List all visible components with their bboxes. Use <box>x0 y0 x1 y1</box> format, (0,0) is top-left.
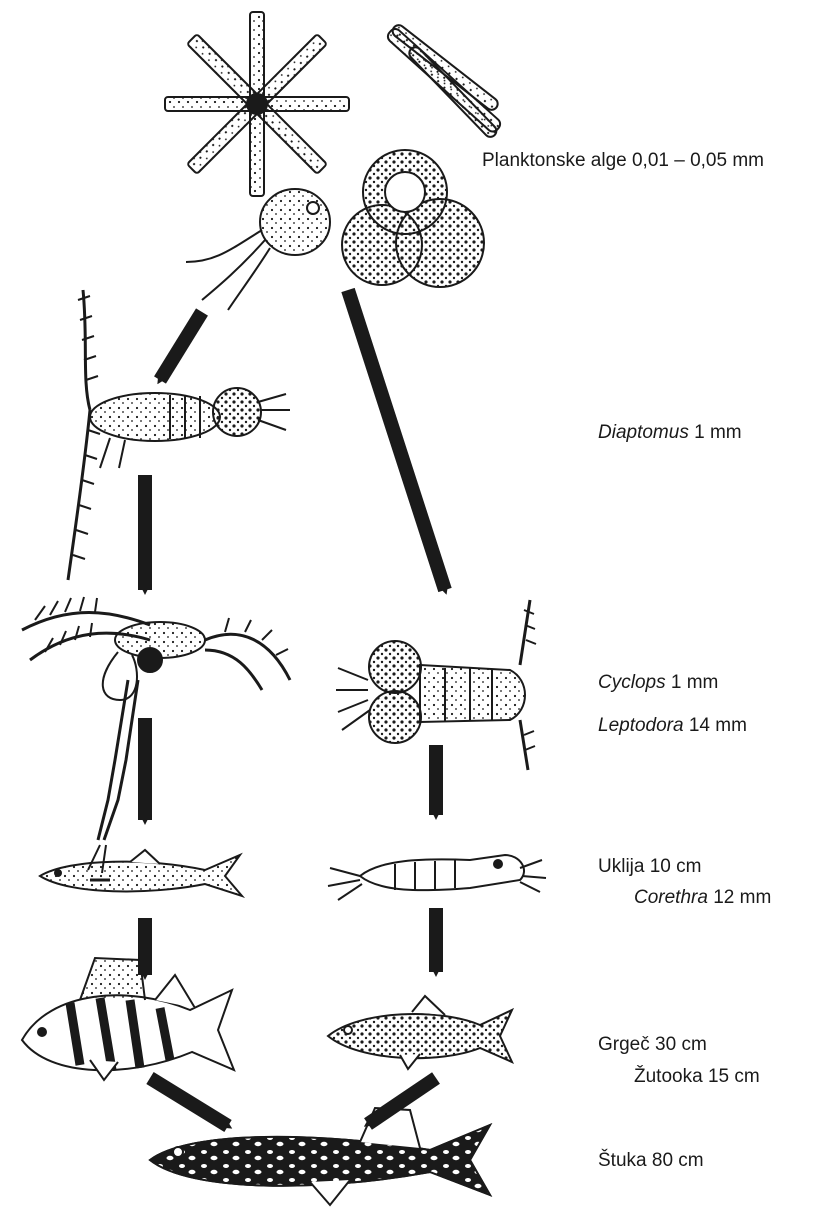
diatom-needle-algae <box>385 23 502 140</box>
label-uklija: Uklija 10 cm <box>598 856 701 878</box>
uklija-size: 10 cm <box>650 856 702 877</box>
stuka-name: Štuka <box>598 1150 647 1171</box>
label-grgec: Grgeč 30 cm <box>598 1034 707 1056</box>
arrow-grgec-to-stuka <box>150 1078 228 1126</box>
leptodora-cladoceran <box>336 600 536 770</box>
zutooka-name: Žutooka <box>634 1066 703 1087</box>
stuka-pike-fish <box>150 1108 490 1205</box>
cyclops-size: 1 mm <box>671 672 719 693</box>
grgec-name: Grgeč <box>598 1034 650 1055</box>
stuka-size: 80 cm <box>652 1150 704 1171</box>
flagellate-cell <box>186 189 330 310</box>
corethra-larva <box>328 855 546 900</box>
spiny-colony-algae <box>342 150 484 287</box>
cyclops-name: Cyclops <box>598 672 666 693</box>
label-stuka: Štuka 80 cm <box>598 1150 704 1172</box>
grgec-perch-fish <box>22 958 234 1080</box>
label-leptodora: Leptodora 14 mm <box>598 715 747 737</box>
diaptomus-size: 1 mm <box>694 422 742 443</box>
arrow-algae-to-diaptomus <box>160 312 202 380</box>
label-corethra: Corethra 12 mm <box>634 887 771 909</box>
asterionella-star-algae <box>165 12 349 196</box>
label-diaptomus: Diaptomus 1 mm <box>598 422 742 444</box>
label-planktonske-alge: Planktonske alge 0,01 – 0,05 mm <box>482 150 764 172</box>
diaptomus-copepod <box>68 290 290 580</box>
uklija-fish <box>40 850 242 896</box>
cyclops-copepod <box>22 597 290 873</box>
corethra-size: 12 mm <box>713 887 771 908</box>
leptodora-name: Leptodora <box>598 715 684 736</box>
arrow-algae-to-leptodora <box>348 290 445 590</box>
zutooka-rudd-fish <box>328 996 512 1069</box>
label-cyclops: Cyclops 1 mm <box>598 672 718 694</box>
leptodora-size: 14 mm <box>689 715 747 736</box>
label-zutooka: Žutooka 15 cm <box>634 1066 760 1088</box>
zutooka-size: 15 cm <box>708 1066 760 1087</box>
corethra-name: Corethra <box>634 887 708 908</box>
grgec-size: 30 cm <box>655 1034 707 1055</box>
label-algae-text: Planktonske alge 0,01 – 0,05 mm <box>482 150 764 171</box>
diaptomus-name: Diaptomus <box>598 422 689 443</box>
uklija-name: Uklija <box>598 856 644 877</box>
